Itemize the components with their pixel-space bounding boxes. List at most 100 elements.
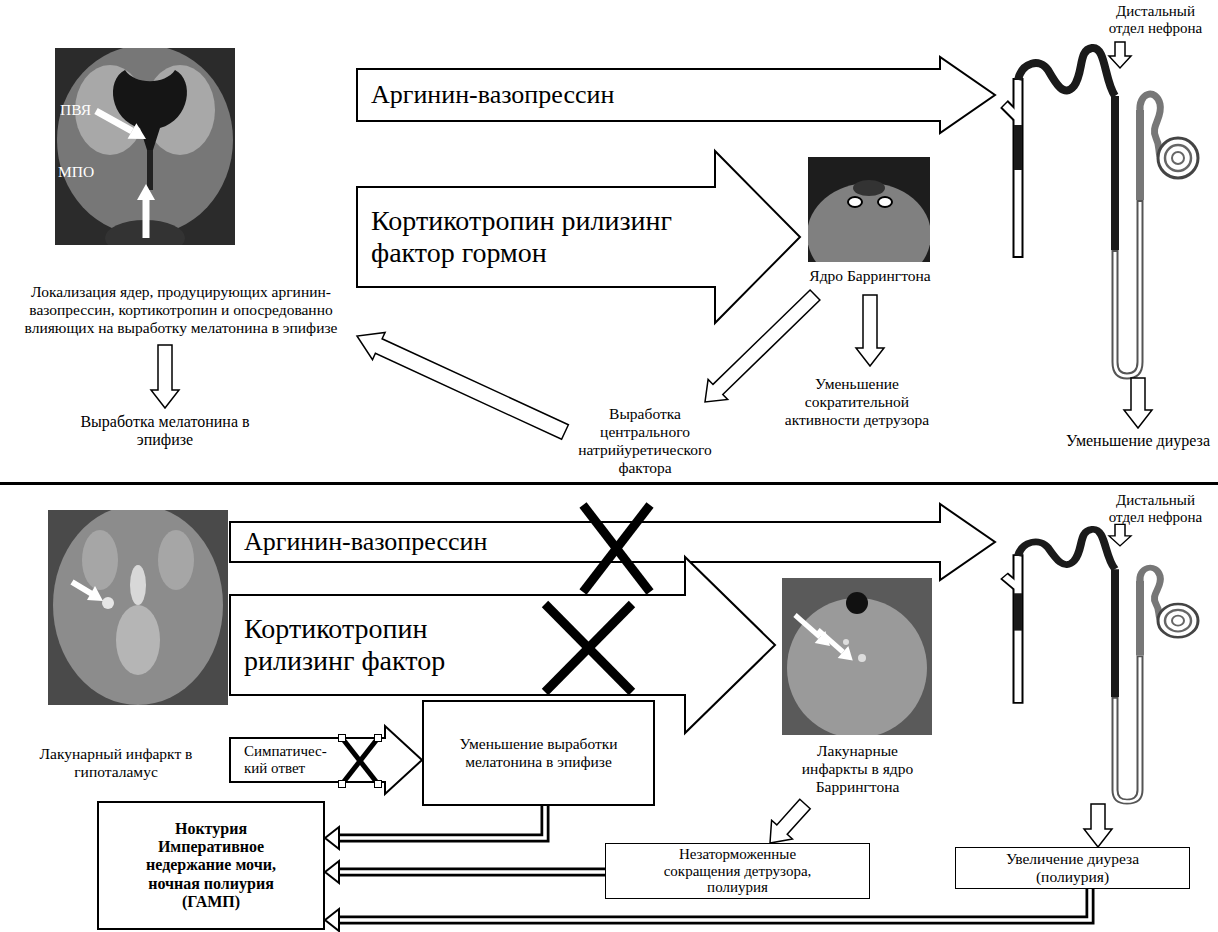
- hollow-arrow: [705, 290, 820, 402]
- block-arrow: [357, 57, 995, 133]
- hollow-arrow: [151, 345, 179, 408]
- hollow-arrow-shape: [1124, 378, 1152, 428]
- cross-mark: [545, 604, 632, 692]
- pointer-arrow: [838, 646, 853, 661]
- node-text: Уменьшение сократительной активности дет…: [782, 375, 932, 428]
- fourth-ventricle: [853, 180, 885, 196]
- double-line-outer: [339, 868, 605, 877]
- divider-line: [0, 482, 1218, 485]
- nucleus-marker: [848, 197, 862, 207]
- ventricle: [113, 70, 187, 150]
- node-text: Уменьшение выработки мелатонина в эпифиз…: [459, 735, 619, 771]
- arrow-label: Симпатичес- кий ответ: [244, 743, 336, 778]
- brain-tissue: [158, 530, 194, 590]
- hollow-arrow-shape: [357, 332, 568, 439]
- hollow-arrow: [856, 295, 884, 366]
- hollow-arrow-shape: [705, 290, 820, 402]
- brain-tissue: [53, 510, 223, 705]
- hollow-arrow-shape: [1084, 804, 1112, 847]
- double-line-inner: [339, 806, 545, 838]
- nucleus-marker: [878, 197, 892, 207]
- mri-brainstem: [782, 578, 932, 735]
- brain-tissue: [82, 530, 118, 590]
- mri-image: Лакунарный инфаркт в гипоталамус: [5, 508, 230, 793]
- caption: Лакунарный инфаркт в гипоталамус: [5, 745, 227, 781]
- arrow-label: Кортикотропин рилизинг фактор гормон: [371, 205, 711, 269]
- cross-mark: [545, 604, 632, 692]
- third-ventricle: [147, 150, 153, 190]
- arrow-label: Аргинин-вазопрессин: [371, 80, 731, 110]
- caption: Дистальный отдел нефрона: [1098, 492, 1213, 527]
- node-text: Императивное недержание мочи, ночная пол…: [124, 838, 299, 912]
- text-node: Выработка центрального натрийуретическог…: [565, 402, 725, 480]
- node-text: Выработка центрального натрийуретическог…: [575, 405, 715, 476]
- arrow-head: [325, 861, 339, 883]
- block-arrow: [357, 151, 800, 323]
- nephron-figure: Дистальный отдел нефрона: [995, 492, 1213, 804]
- process-box: НоктурияИмперативное недержание мочи, но…: [97, 801, 325, 930]
- text-node: Выработка мелатонина в эпифизе: [75, 408, 255, 454]
- hollow-arrow: [1084, 804, 1112, 847]
- nephron-drawing: [1004, 42, 1198, 376]
- pointer-arrow: [128, 123, 146, 139]
- caption: Дистальный отдел нефрона: [1098, 3, 1213, 38]
- node-text: Увеличение диуреза (полиурия): [993, 850, 1153, 886]
- cross-end: [339, 781, 346, 788]
- arrow-head: [325, 827, 339, 849]
- pointer-arrow: [143, 200, 150, 238]
- block-arrow-shape: [357, 151, 800, 323]
- nephron-drawing: [1004, 524, 1198, 801]
- pointer-arrow: [72, 582, 92, 594]
- mri-image: Лакунарные инфаркты в ядро Баррингтона: [775, 576, 940, 804]
- dark-spot: [846, 592, 868, 614]
- caption: Лакунарные инфаркты в ядро Баррингтона: [785, 742, 930, 795]
- node-text: Выработка мелатонина в эпифизе: [80, 413, 250, 450]
- image-label: МПО: [58, 163, 102, 181]
- hollow-arrow-shape: [770, 799, 810, 843]
- lacune: [843, 639, 849, 645]
- pointer-arrow: [795, 615, 820, 637]
- double-line-outer: [339, 806, 545, 838]
- cross-end: [375, 735, 382, 742]
- lacune: [858, 654, 866, 662]
- process-box: Незаторможенные сокращения детрузора, по…: [605, 843, 870, 899]
- mri-coronal: [55, 48, 235, 245]
- hollow-arrow: [770, 799, 810, 843]
- caption: Локализация ядер, продуцирующих аргинин-…: [15, 283, 347, 336]
- cross-mark: [342, 738, 378, 784]
- mri-image: Ядро Баррингтона: [800, 155, 940, 295]
- node-text: Ноктурия: [175, 820, 247, 838]
- pointer-arrow: [137, 184, 155, 200]
- cross-mark: [583, 505, 650, 592]
- lacune: [102, 597, 114, 609]
- nephron-figure: Дистальный отдел нефрона: [995, 3, 1213, 378]
- hollow-arrow-shape: [856, 295, 884, 366]
- arrow-head: [325, 909, 339, 931]
- process-box: Уменьшение выработки мелатонина в эпифиз…: [422, 700, 655, 806]
- arrow-label: Аргинин-вазопрессин: [244, 527, 524, 557]
- node-text: Уменьшение диуреза: [1066, 432, 1210, 450]
- text-node: Уменьшение диуреза: [1062, 428, 1214, 454]
- mri-pons: [808, 157, 930, 262]
- cross-mark: [342, 738, 378, 784]
- double-line-inner: [339, 870, 605, 874]
- caption: Ядро Баррингтона: [800, 267, 940, 285]
- block-arrow-shape: [357, 57, 995, 133]
- cross-mark: [583, 505, 650, 592]
- pointer-arrow: [87, 586, 103, 601]
- csf: [130, 565, 146, 605]
- mri-axial: [48, 510, 228, 705]
- hollow-arrow: [1124, 378, 1152, 428]
- block-arrow-shape: [230, 726, 422, 794]
- hollow-arrow-shape: [151, 345, 179, 408]
- pointer-arrow: [96, 111, 132, 131]
- node-text: Незаторможенные сокращения детрузора, по…: [648, 846, 828, 896]
- arrow-label: Кортикотропин рилизинг фактор: [244, 613, 484, 677]
- mri-image: ПВЯ МПО Локализация ядер, продуцирующих ар…: [12, 45, 357, 345]
- block-arrow: [230, 726, 422, 794]
- brainstem: [787, 598, 927, 735]
- process-box: Увеличение диуреза (полиурия): [955, 847, 1190, 889]
- midbrain: [116, 605, 160, 675]
- image-label: ПВЯ: [60, 101, 104, 119]
